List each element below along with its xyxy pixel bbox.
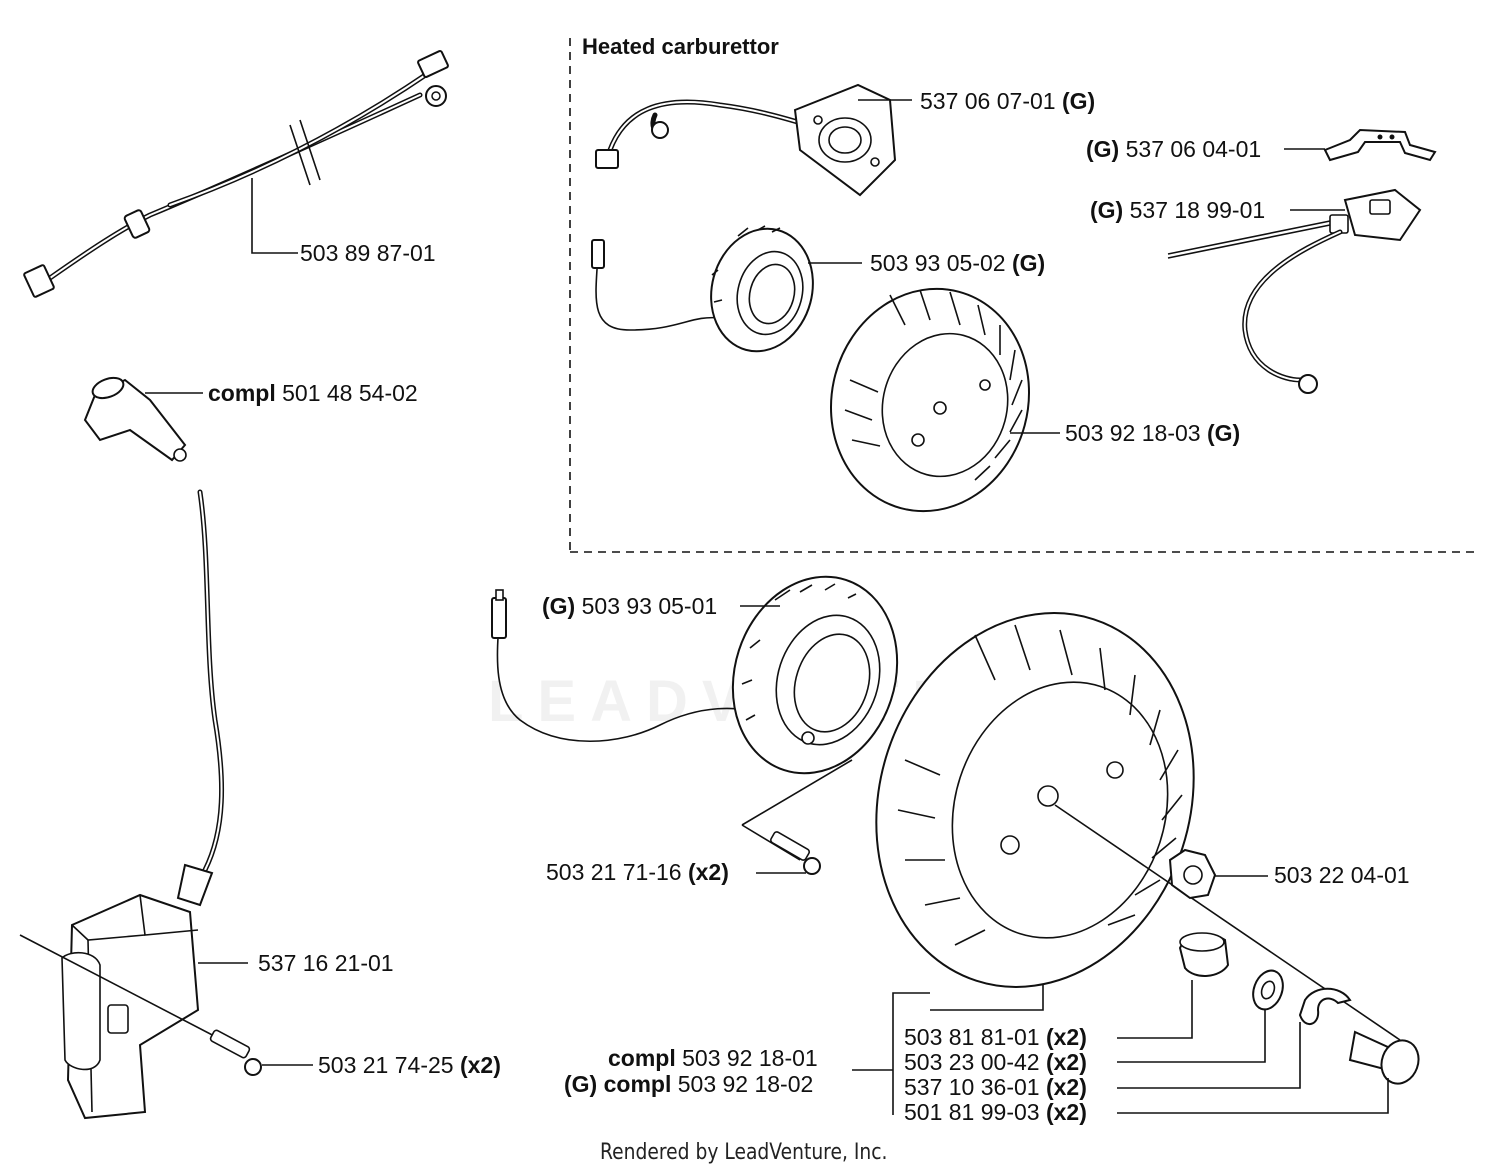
heated-carburettor-frame [569,38,1475,553]
part-suffix: (x2) [687,859,729,885]
section-title: Heated carburettor [582,34,779,59]
ignition-module-part [19,489,313,1120]
part-number: 537 16 21-01 [258,950,394,976]
part-number: 503 21 74-25 [318,1052,454,1078]
part-suffix: (G) [1061,88,1096,114]
part-label-503-93-05-01[interactable]: (G) 503 93 05-01 [542,595,717,618]
heated-flywheel-part [830,287,1060,513]
part-number: 501 81 99-03 [904,1099,1040,1125]
wire-harness-part [23,50,449,298]
part-label-501-81-99-03[interactable]: 501 81 99-03 (x2) [904,1101,1087,1124]
starter-hardware-parts [1117,932,1420,1114]
flywheel-part [875,612,1401,1041]
heated-generator-part [591,225,862,353]
part-label-503-81-81-01[interactable]: 503 81 81-01 (x2) [904,1026,1087,1049]
part-number: 537 06 04-01 [1125,136,1262,162]
part-number: 503 92 18-03 [1065,420,1201,446]
part-label-537-18-99-01[interactable]: (G) 537 18 99-01 [1090,199,1265,222]
footer-credit: Rendered by LeadVenture, Inc. [600,1140,888,1165]
part-number: 503 93 05-02 [870,250,1006,276]
generator-coil-part [491,575,899,861]
part-number: 537 06 07-01 [920,88,1056,114]
part-label-503-22-04-01[interactable]: 503 22 04-01 [1274,864,1410,887]
part-suffix: (x2) [1045,1099,1087,1125]
part-number: 503 21 71-16 [546,859,682,885]
part-label-503-92-18-03[interactable]: 503 92 18-03 (G) [1065,422,1240,445]
part-label-537-06-04-01[interactable]: (G) 537 06 04-01 [1086,138,1261,161]
part-number: 503 81 81-01 [904,1024,1040,1050]
part-label-501-48-54-02[interactable]: compl 501 48 54-02 [208,382,418,405]
part-label-503-21-74-25[interactable]: 503 21 74-25 (x2) [318,1054,501,1077]
part-number: 503 22 04-01 [1274,862,1410,888]
thermostat-part [1167,188,1422,394]
part-number: 503 23 00-42 [904,1049,1040,1075]
part-number: 503 93 05-01 [581,593,718,619]
part-number: 503 89 87-01 [300,240,436,266]
part-label-503-21-71-16[interactable]: 503 21 71-16 (x2) [546,861,729,884]
part-suffix: (x2) [1045,1024,1087,1050]
part-number: 501 48 54-02 [282,380,418,406]
part-suffix: (G) [1011,250,1046,276]
part-label-537-16-21-01[interactable]: 537 16 21-01 [258,952,394,975]
part-number: 537 10 36-01 [904,1074,1040,1100]
part-label-503-23-00-42[interactable]: 503 23 00-42 (x2) [904,1051,1087,1074]
flywheel-assembly-bracket [852,985,1044,1115]
part-prefix: (G) [1090,197,1124,223]
part-suffix: (G) [1206,420,1241,446]
part-label-537-06-07-01[interactable]: 537 06 07-01 (G) [920,90,1095,113]
part-label-503-93-05-02[interactable]: 503 93 05-02 (G) [870,252,1045,275]
part-prefix: (G) [542,593,576,619]
part-label-503-89-87-01[interactable]: 503 89 87-01 [300,242,436,265]
flywheel-screw-part [756,831,821,875]
part-label-503-92-18-01[interactable]: compl 503 92 18-01 [608,1047,818,1070]
part-label-503-92-18-02[interactable]: (G) compl 503 92 18-02 [564,1073,813,1096]
part-suffix: (x2) [1045,1049,1087,1075]
spark-plug-cap-part [83,376,203,462]
part-suffix: (x2) [1045,1074,1087,1100]
part-number: 537 18 99-01 [1129,197,1266,223]
part-prefix: compl [208,380,276,406]
carb-heater-part [595,83,912,197]
part-label-537-10-36-01[interactable]: 537 10 36-01 (x2) [904,1076,1087,1099]
flywheel-nut-part [1168,848,1268,900]
bracket-part [1284,128,1437,162]
part-prefix: compl [608,1045,676,1071]
part-number: 503 92 18-02 [677,1071,814,1097]
part-prefix: (G) [1086,136,1120,162]
part-suffix: (x2) [459,1052,501,1078]
part-prefix: (G) compl [564,1071,672,1097]
part-number: 503 92 18-01 [682,1045,818,1071]
